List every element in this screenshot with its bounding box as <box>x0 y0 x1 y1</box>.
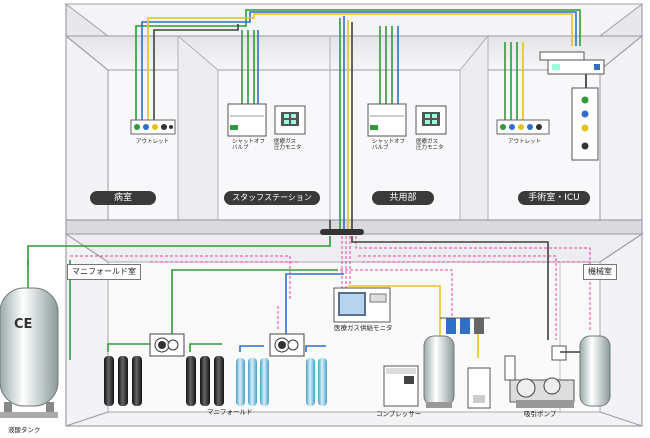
shutoff-valve-1 <box>227 103 267 137</box>
compressor <box>383 365 419 407</box>
oxygen-cylinders <box>104 356 224 406</box>
nitrous-cylinders <box>236 358 327 406</box>
room-label-manifold-room: マニフォールド室 <box>67 264 141 280</box>
label-shutoff-valve-2: シャットオフ バルブ <box>372 139 406 152</box>
label-suction-pump: 吸引ポンプ <box>524 410 557 418</box>
label-manifold: マニフォールド <box>207 408 253 416</box>
dryer-unit <box>467 367 491 409</box>
label-supply-monitor: 医療ガス供給モニタ <box>334 324 393 332</box>
vacuum-tank <box>551 335 611 407</box>
label-shutoff-valve-1: シャットオフ バルブ <box>232 139 266 152</box>
air-filters <box>440 317 490 334</box>
room-label-common-area: 共用部 <box>372 191 434 205</box>
ceiling-pendant <box>539 51 605 161</box>
label-compressor: コンプレッサー <box>376 410 422 418</box>
ce-tank <box>0 260 59 418</box>
pressure-monitor-1 <box>274 105 306 135</box>
label-ce: CE <box>14 317 33 332</box>
vacuum-pump <box>504 355 575 408</box>
room-label-staff-station: スタッフステーション <box>224 191 320 205</box>
pipe-network-lower <box>27 236 549 360</box>
label-outlet-1: アウトレット <box>136 139 170 145</box>
supply-monitor <box>333 287 391 323</box>
label-pressure-monitor-1: 医療ガス 圧力モニタ <box>274 139 302 152</box>
label-pressure-monitor-2: 医療ガス 圧力モニタ <box>416 139 444 152</box>
outlet-panel-or <box>496 119 550 135</box>
outlet-panel-ward <box>130 119 176 135</box>
pipe-network-upper <box>135 9 581 234</box>
room-label-ward: 病室 <box>90 191 156 205</box>
pressure-monitor-2 <box>415 105 447 135</box>
room-label-or-icu: 手術室・ICU <box>518 191 590 205</box>
air-receiver-tank <box>423 335 455 408</box>
riser-hub <box>320 229 364 235</box>
label-outlet-2: アウトレット <box>508 139 542 145</box>
label-ce-tank: 液酸タンク <box>8 426 41 434</box>
manifold-unit-oxygen <box>149 333 185 357</box>
shutoff-valve-2 <box>367 103 407 137</box>
manifold-unit-nitrous <box>269 333 305 357</box>
room-label-machine-room: 機械室 <box>583 264 617 280</box>
